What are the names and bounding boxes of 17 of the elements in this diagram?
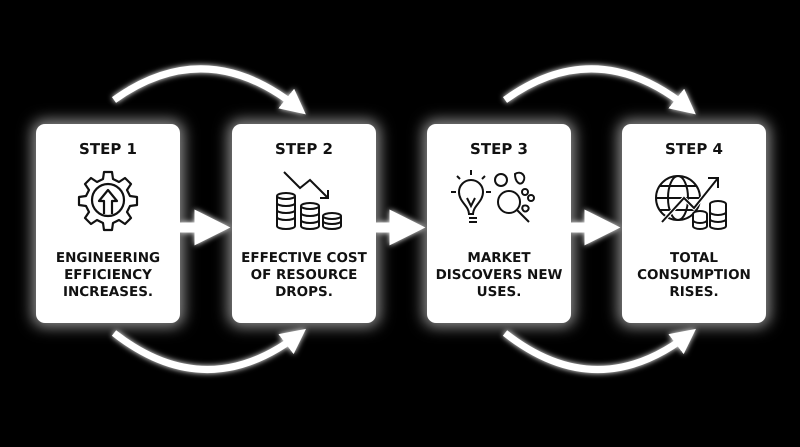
step-heading: STEP 4 xyxy=(664,140,724,158)
curved-arrow xyxy=(112,329,306,373)
curved-arrow xyxy=(502,329,696,373)
block-arrow xyxy=(180,209,230,246)
step-card xyxy=(427,124,571,323)
step-description: ENGINEERING EFFICIENCY INCREASES. xyxy=(54,250,162,301)
block-arrow xyxy=(376,209,426,246)
step-description: MARKET DISCOVERS NEW USES. xyxy=(434,250,564,301)
step-card xyxy=(232,124,376,323)
step-description: TOTAL CONSUMPTION RISES. xyxy=(636,250,752,301)
step-card xyxy=(622,124,766,323)
step-heading: STEP 1 xyxy=(78,140,138,158)
step-description: EFFECTIVE COST OF RESOURCE DROPS. xyxy=(240,250,368,301)
block-arrow xyxy=(571,209,620,246)
step-card xyxy=(36,124,180,323)
step-heading: STEP 2 xyxy=(274,140,334,158)
step-heading: STEP 3 xyxy=(469,140,529,158)
